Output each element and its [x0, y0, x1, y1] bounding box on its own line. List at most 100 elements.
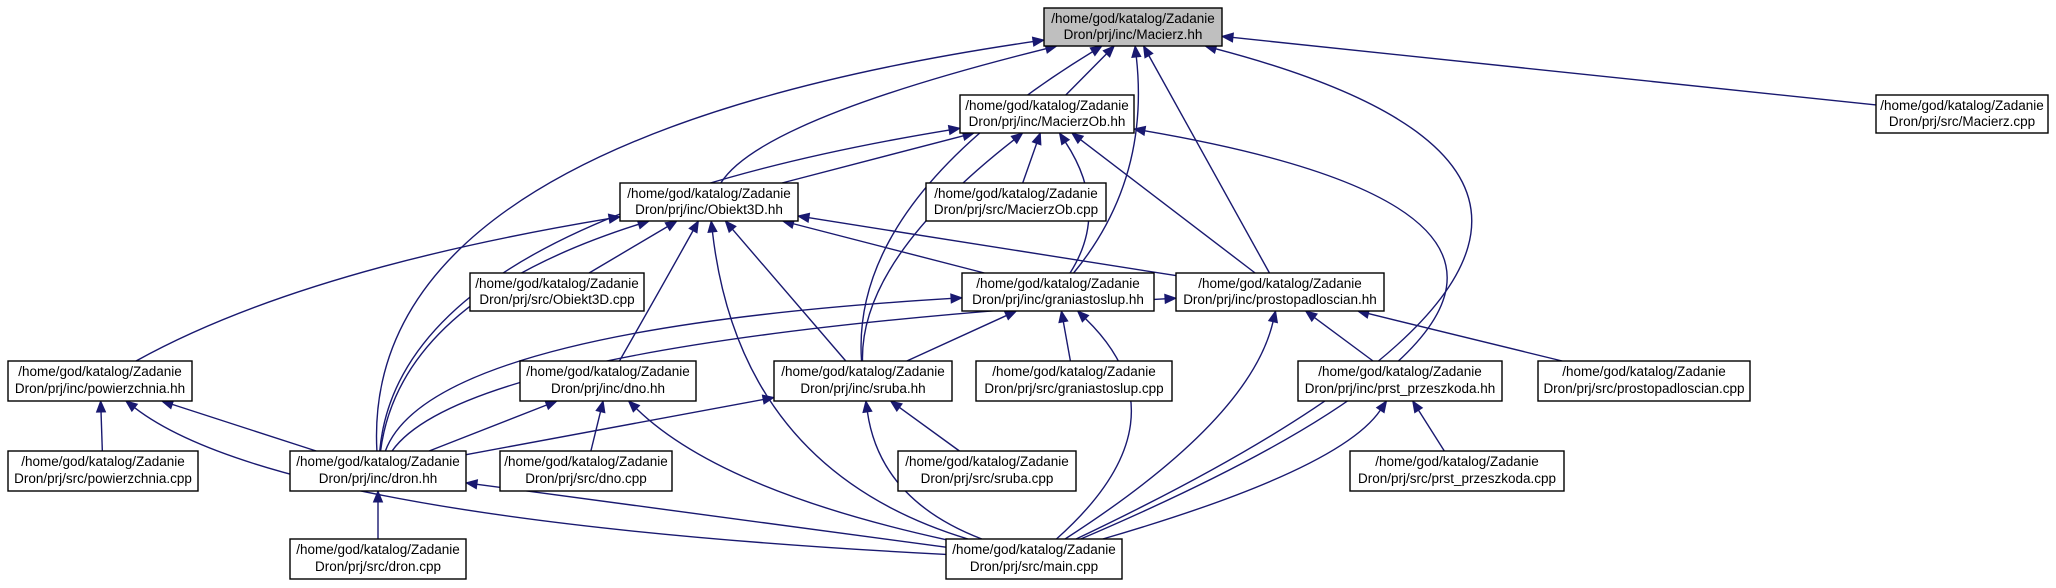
arrowhead-icon: [1142, 44, 1154, 59]
edge-main-cpp-to-dron-hh: [476, 483, 947, 548]
edge-dron-hh-to-powierzchnia-hh: [172, 403, 317, 452]
node-macierz-hh[interactable]: /home/god/katalog/Zadanie Dron/prj/inc/M…: [1043, 7, 1223, 47]
svg-text:/home/god/katalog/Zadanie: /home/god/katalog/Zadanie: [952, 542, 1116, 557]
arrowhead-icon: [1164, 293, 1178, 305]
svg-text:/home/god/katalog/Zadanie: /home/god/katalog/Zadanie: [934, 186, 1098, 201]
edge-main-cpp-to-macierzob-hh: [1080, 130, 1448, 540]
arrowhead-icon: [607, 213, 622, 224]
svg-text:Dron/prj/src/sruba.cpp: Dron/prj/src/sruba.cpp: [921, 471, 1054, 486]
edge-macierzob-cpp-to-macierzob-hh: [1022, 143, 1038, 184]
edge-sruba-hh-to-graniastoslup-hh: [906, 314, 1007, 362]
edge-main-cpp-to-dno-hh: [635, 408, 947, 541]
svg-text:Dron/prj/src/dno.cpp: Dron/prj/src/dno.cpp: [525, 471, 647, 486]
edge-powierzchnia-hh-to-obiekt3d-hh: [135, 217, 610, 362]
svg-text:Dron/prj/src/powierzchnia.cpp: Dron/prj/src/powierzchnia.cpp: [14, 471, 192, 486]
svg-text:/home/god/katalog/Zadanie: /home/god/katalog/Zadanie: [296, 542, 460, 557]
edge-main-cpp-to-prst-przeszkoda-hh: [1102, 409, 1381, 540]
arrowhead-icon: [1267, 309, 1279, 324]
edge-main-cpp-to-prostopadloscian-hh: [1064, 321, 1274, 540]
arrowhead-icon: [1003, 310, 1018, 321]
svg-text:Dron/prj/inc/powierzchnia.hh: Dron/prj/inc/powierzchnia.hh: [15, 381, 185, 396]
arrowhead-icon: [889, 400, 903, 412]
node-macierzob-cpp[interactable]: /home/god/katalog/Zadanie Dron/prj/src/M…: [925, 182, 1107, 222]
svg-text:Dron/prj/inc/MacierzOb.hh: Dron/prj/inc/MacierzOb.hh: [969, 114, 1126, 129]
edge-dno-hh-to-obiekt3d-hh: [618, 230, 694, 362]
svg-text:/home/god/katalog/Zadanie: /home/god/katalog/Zadanie: [781, 364, 945, 379]
arrowhead-icon: [1102, 45, 1116, 58]
edge-sruba-hh-to-obiekt3d-hh: [731, 228, 847, 362]
edge-macierzob-hh-to-macierz-hh: [1065, 53, 1107, 96]
node-macierz-cpp[interactable]: /home/god/katalog/Zadanie Dron/prj/src/M…: [1875, 94, 2049, 134]
node-sruba-hh[interactable]: /home/god/katalog/Zadanie Dron/prj/inc/s…: [773, 360, 953, 402]
node-graniastoslup-cpp[interactable]: /home/god/katalog/Zadanie Dron/prj/src/g…: [975, 360, 1173, 402]
node-prst-przeszkoda-hh[interactable]: /home/god/katalog/Zadanie Dron/prj/inc/p…: [1297, 360, 1503, 402]
node-dron-hh[interactable]: /home/god/katalog/Zadanie Dron/prj/inc/d…: [289, 450, 467, 492]
node-prostopadloscian-hh[interactable]: /home/god/katalog/Zadanie Dron/prj/inc/p…: [1175, 272, 1385, 312]
node-graniastoslup-hh[interactable]: /home/god/katalog/Zadanie Dron/prj/inc/g…: [961, 272, 1155, 312]
edge-dron-hh-to-sruba-hh: [465, 398, 764, 456]
arrowhead-icon: [707, 219, 718, 234]
svg-text:/home/god/katalog/Zadanie: /home/god/katalog/Zadanie: [992, 364, 1156, 379]
edge-prst-przeszkoda-cpp-to-prst-przeszkoda-hh: [1417, 409, 1445, 452]
node-sruba-cpp[interactable]: /home/god/katalog/Zadanie Dron/prj/src/s…: [897, 450, 1077, 492]
svg-text:/home/god/katalog/Zadanie: /home/god/katalog/Zadanie: [296, 454, 460, 469]
edge-obiekt3d-hh-to-macierzob-hh: [781, 135, 964, 184]
svg-text:Dron/prj/inc/sruba.hh: Dron/prj/inc/sruba.hh: [800, 381, 925, 396]
node-obiekt3d-hh[interactable]: /home/god/katalog/Zadanie Dron/prj/inc/O…: [619, 182, 799, 222]
svg-text:Dron/prj/inc/prst_przeszkoda.h: Dron/prj/inc/prst_przeszkoda.hh: [1305, 381, 1496, 396]
svg-text:/home/god/katalog/Zadanie: /home/god/katalog/Zadanie: [965, 98, 1129, 113]
node-powierzchnia-hh[interactable]: /home/god/katalog/Zadanie Dron/prj/inc/p…: [7, 360, 193, 402]
svg-text:Dron/prj/src/prst_przeszkoda.c: Dron/prj/src/prst_przeszkoda.cpp: [1358, 471, 1556, 486]
arrowhead-icon: [1010, 132, 1024, 145]
svg-text:/home/god/katalog/Zadanie: /home/god/katalog/Zadanie: [905, 454, 1069, 469]
svg-text:Dron/prj/src/Obiekt3D.cpp: Dron/prj/src/Obiekt3D.cpp: [479, 292, 634, 307]
svg-text:/home/god/katalog/Zadanie: /home/god/katalog/Zadanie: [976, 276, 1140, 291]
svg-text:/home/god/katalog/Zadanie: /home/god/katalog/Zadanie: [1051, 11, 1215, 26]
node-prst-przeszkoda-cpp[interactable]: /home/god/katalog/Zadanie Dron/prj/src/p…: [1349, 450, 1565, 492]
arrowhead-icon: [1089, 45, 1104, 57]
edge-obiekt3d-cpp-to-obiekt3d-hh: [588, 226, 668, 274]
arrowhead-icon: [1132, 125, 1147, 137]
svg-text:Dron/prj/src/prostopadloscian.: Dron/prj/src/prostopadloscian.cpp: [1543, 381, 1744, 396]
arrowhead-icon: [724, 219, 737, 234]
arrowhead-icon: [1031, 131, 1042, 146]
arrowhead-icon: [1058, 131, 1071, 146]
arrowhead-icon: [1076, 310, 1090, 323]
node-powierzchnia-cpp[interactable]: /home/god/katalog/Zadanie Dron/prj/src/p…: [7, 450, 199, 492]
edge-prostopadloscian-hh-to-obiekt3d-hh: [808, 217, 1177, 277]
node-obiekt3d-cpp[interactable]: /home/god/katalog/Zadanie Dron/prj/src/O…: [469, 272, 645, 312]
svg-text:Dron/prj/src/graniastoslup.cpp: Dron/prj/src/graniastoslup.cpp: [984, 381, 1163, 396]
arrowhead-icon: [95, 399, 107, 413]
edge-prostopadloscian-hh-to-macierz-hh: [1148, 55, 1271, 274]
node-dno-hh[interactable]: /home/god/katalog/Zadanie Dron/prj/inc/d…: [519, 360, 697, 402]
arrowhead-icon: [595, 399, 606, 414]
arrowhead-icon: [544, 400, 559, 411]
edge-main-cpp-to-graniastoslup-hh: [1055, 318, 1133, 540]
arrowhead-icon: [464, 479, 479, 490]
node-dron-cpp[interactable]: /home/god/katalog/Zadanie Dron/prj/src/d…: [289, 538, 467, 580]
edge-dno-cpp-to-dno-hh: [590, 411, 602, 452]
arrowhead-icon: [1304, 310, 1318, 323]
svg-text:/home/god/katalog/Zadanie: /home/god/katalog/Zadanie: [1375, 454, 1539, 469]
svg-text:/home/god/katalog/Zadanie: /home/god/katalog/Zadanie: [21, 454, 185, 469]
svg-text:Dron/prj/inc/prostopadloscian.: Dron/prj/inc/prostopadloscian.hh: [1183, 292, 1377, 307]
arrowhead-icon: [124, 400, 139, 413]
svg-text:/home/god/katalog/Zadanie: /home/god/katalog/Zadanie: [1880, 98, 2044, 113]
edge-prostopadloscian-cpp-to-prostopadloscian-hh: [1368, 312, 1563, 362]
arrowhead-icon: [372, 489, 384, 503]
node-prostopadloscian-cpp[interactable]: /home/god/katalog/Zadanie Dron/prj/src/p…: [1537, 360, 1751, 402]
node-macierzob-hh[interactable]: /home/god/katalog/Zadanie Dron/prj/inc/M…: [959, 94, 1135, 134]
node-dno-cpp[interactable]: /home/god/katalog/Zadanie Dron/prj/src/d…: [499, 450, 673, 492]
edge-main-cpp-to-macierz-hh: [1075, 48, 1473, 540]
svg-text:Dron/prj/src/dron.cpp: Dron/prj/src/dron.cpp: [315, 559, 441, 574]
arrowhead-icon: [664, 220, 679, 232]
svg-text:Dron/prj/src/MacierzOb.cpp: Dron/prj/src/MacierzOb.cpp: [934, 202, 1098, 217]
edge-graniastoslup-hh-to-macierz-hh: [1073, 56, 1140, 274]
node-main-cpp[interactable]: /home/god/katalog/Zadanie Dron/prj/src/m…: [945, 538, 1123, 580]
svg-text:Dron/prj/inc/graniastoslup.hh: Dron/prj/inc/graniastoslup.hh: [972, 292, 1144, 307]
arrowhead-icon: [1375, 399, 1388, 414]
edge-dron-hh-to-graniastoslup-hh: [384, 297, 952, 452]
edge-main-cpp-to-powierzchnia-hh: [134, 407, 947, 556]
